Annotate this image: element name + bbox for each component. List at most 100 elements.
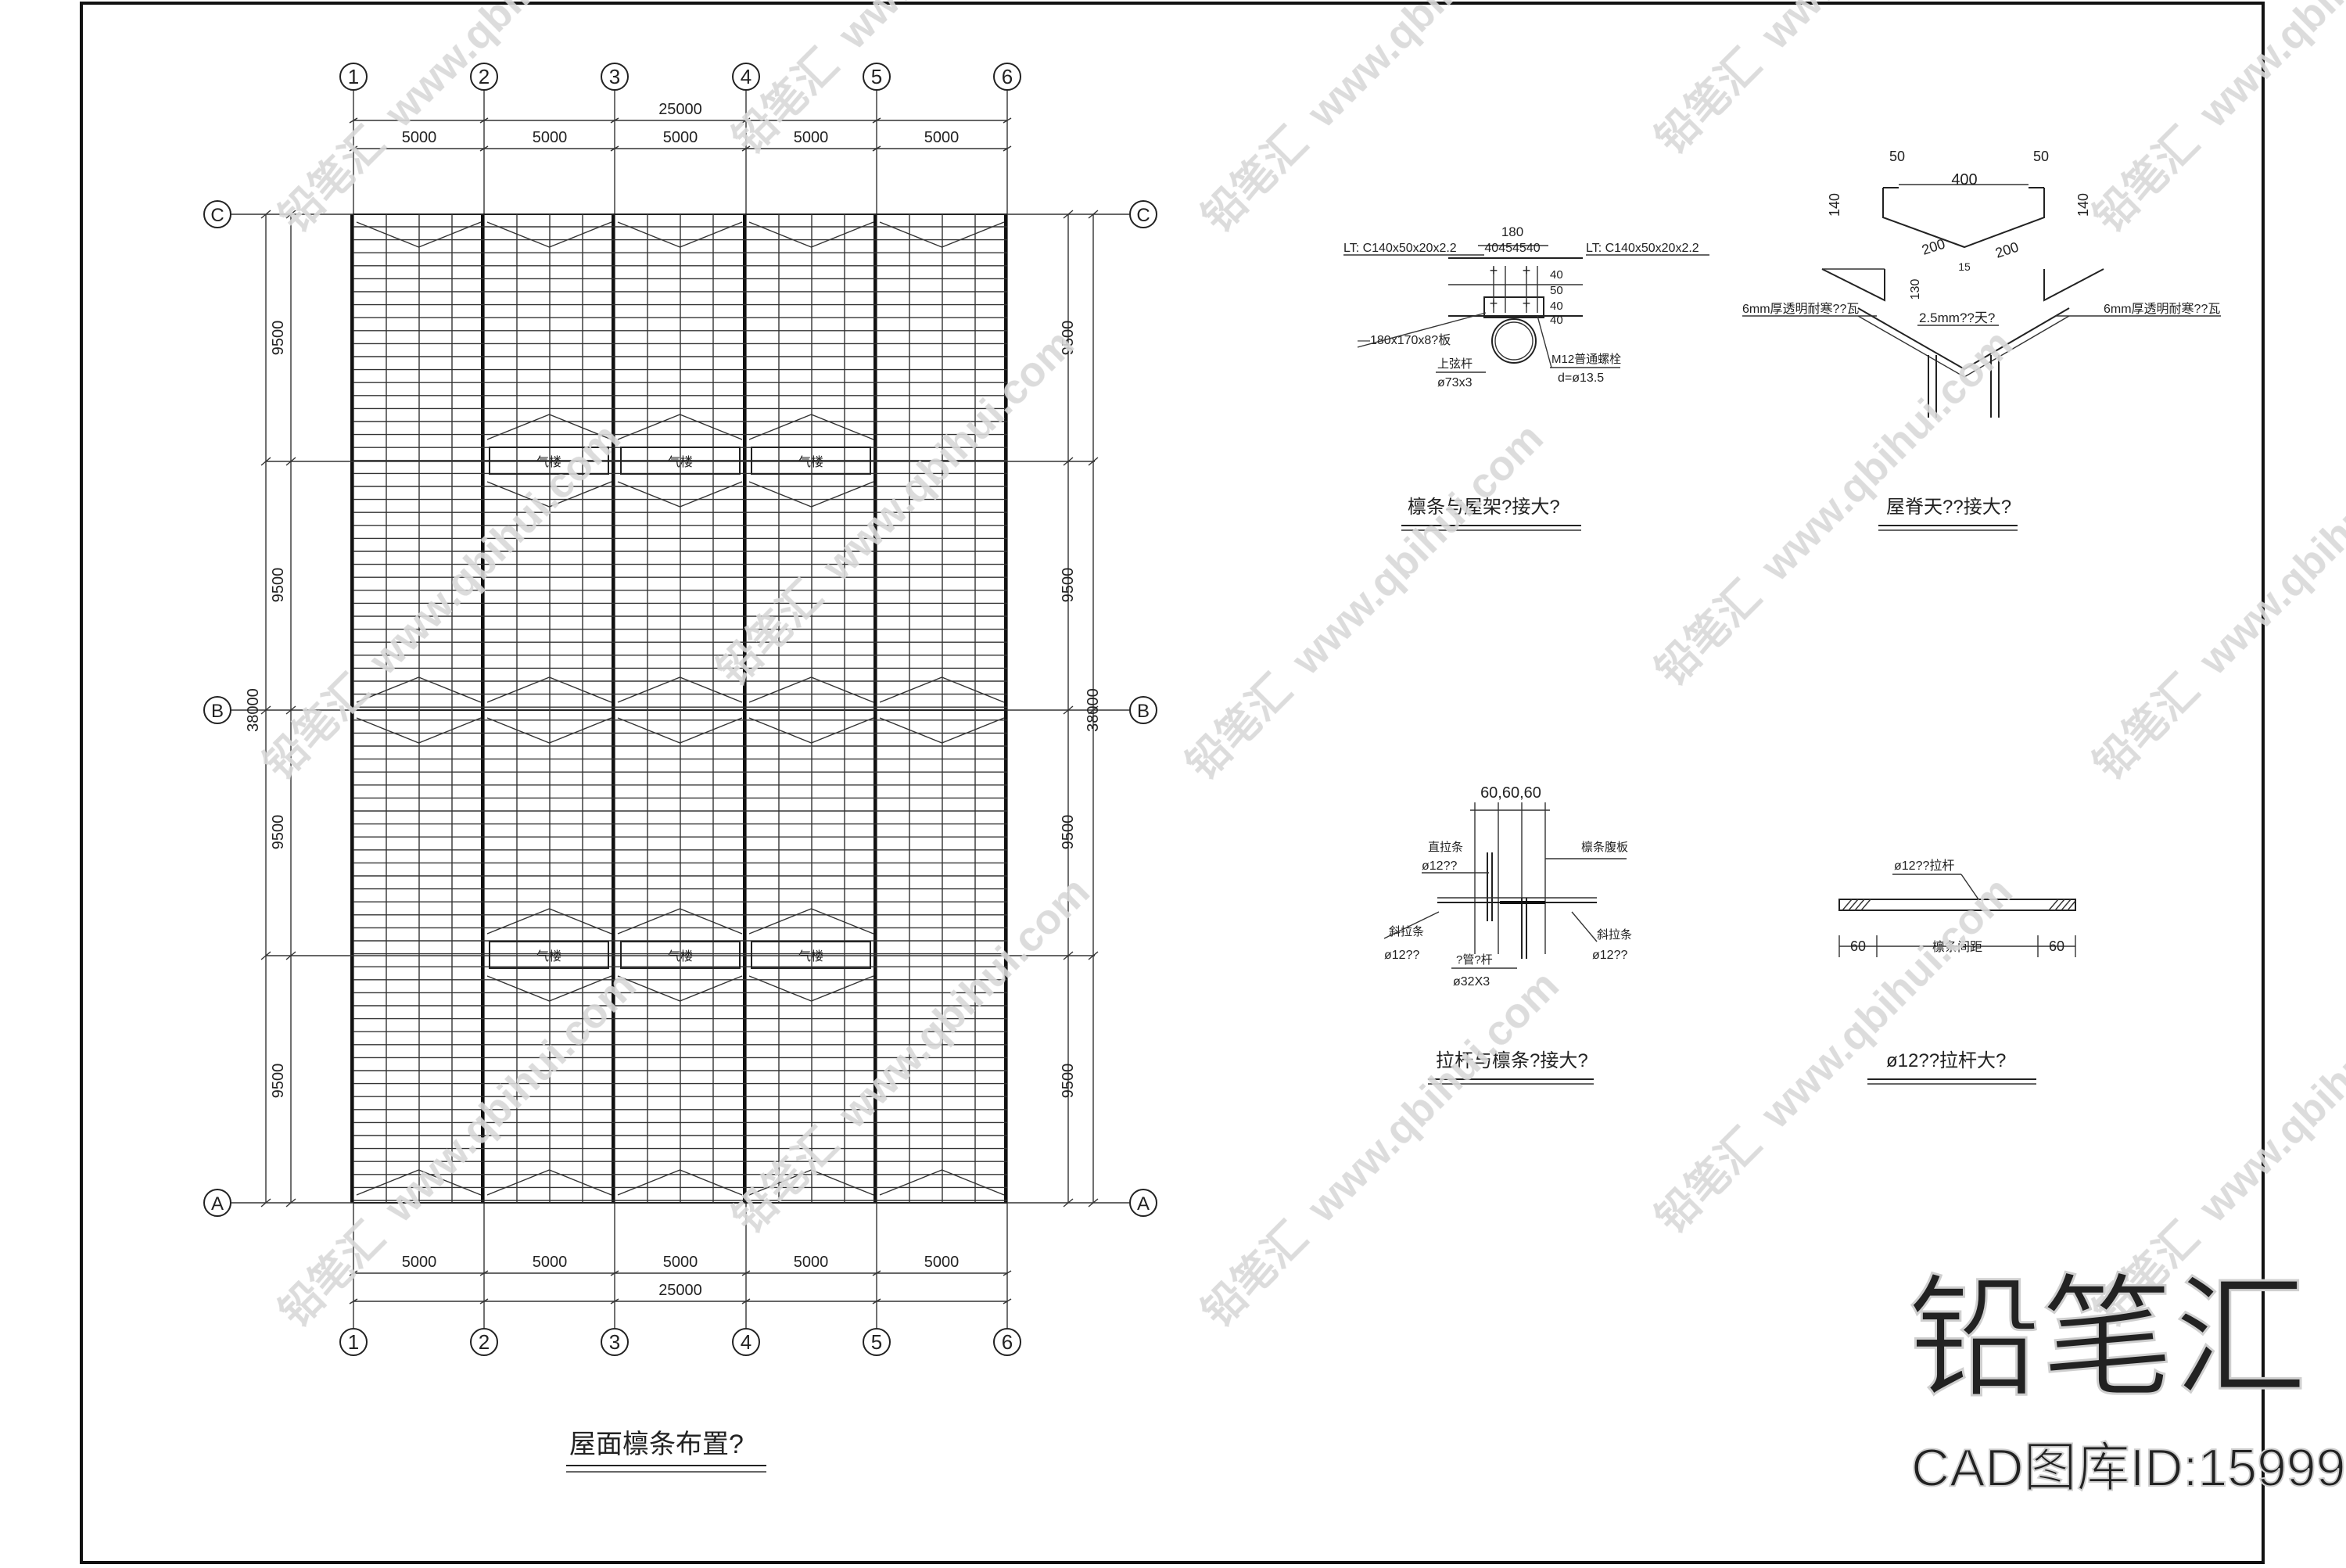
dimension-tick	[1088, 210, 1099, 219]
dimension-tick	[479, 1298, 489, 1304]
axis-letter: B	[1137, 701, 1150, 722]
total-depth-dim: 38000	[1085, 688, 1102, 732]
diag-right-label: 斜拉条	[1597, 928, 1632, 942]
watermark-url: www.qbihui.com	[1752, 321, 2021, 590]
dimension-tick	[741, 1270, 751, 1276]
brand-logo: 铅笔汇 CAD图库ID:15999	[1907, 1264, 2346, 1499]
watermark-url: www.qbihui.com	[813, 321, 1083, 590]
watermark-url: www.qbihui.com	[2190, 0, 2346, 137]
detail-tie-rod: ø12??拉杆 60 檩条间距 60 ø12??拉杆大?	[1838, 859, 2076, 1085]
axis-letter: A	[211, 1193, 224, 1215]
offset-right: 50	[2033, 149, 2049, 164]
dimension-tick	[285, 1198, 296, 1207]
dimension-tick	[741, 145, 751, 152]
rod-label: ø12??拉杆	[1894, 859, 1954, 873]
dimension-tick	[260, 210, 271, 219]
diagonal-brace	[748, 975, 874, 1002]
dimension-tick	[1063, 951, 1074, 960]
middle-dim: 檩条间距	[1932, 939, 1982, 954]
spacing-dims: 60,60,60	[1480, 784, 1541, 802]
axis-number: 3	[609, 65, 620, 88]
watermark-url: www.qbihui.com	[1752, 868, 2021, 1138]
total-width-dim: 25000	[658, 1282, 702, 1299]
bay-dim: 5000	[663, 1254, 698, 1271]
axis-bubbles-bottom: 1 2 3 4 5 6	[339, 1328, 1021, 1356]
dimension-tick	[741, 117, 751, 124]
watermark-brand: 铅笔汇	[1193, 119, 1316, 242]
bay-dim: 5000	[924, 129, 960, 146]
plate-label: —180x170x8?板	[1358, 333, 1451, 347]
skylight-box	[620, 941, 741, 969]
dimension-tick	[349, 145, 358, 152]
axis-number: 4	[741, 1330, 752, 1354]
dimension-tick	[479, 117, 489, 124]
tie-rod	[1838, 899, 2076, 911]
detail-title: 拉杆与檩条?接大?	[1436, 1050, 1588, 1071]
bay-dim: 5000	[924, 1254, 960, 1271]
watermark-brand: 铅笔汇	[1647, 41, 1770, 163]
watermark-brand: 铅笔汇	[1647, 572, 1770, 695]
axis-number: 2	[479, 1330, 490, 1354]
watermark-brand: 铅笔汇	[724, 1120, 847, 1243]
detail-title: 屋脊天??接大?	[1886, 497, 2011, 518]
gutter-label: 2.5mm??天?	[1919, 310, 1995, 325]
connection-plate	[1483, 296, 1544, 318]
diagonal-brace	[617, 717, 743, 744]
dimension-tick	[260, 457, 271, 466]
watermark-url: www.qbihui.com	[2190, 414, 2346, 684]
diagonal-brace	[748, 414, 874, 440]
detail-tie-rod-purlin: 60,60,60 直拉条 ø12?? 檩条腹板 斜拉条 ø12?? 斜拉条 ø1…	[1383, 784, 1632, 1085]
plan-dimensions	[260, 117, 1099, 1304]
bay-dim: 5000	[533, 129, 568, 146]
span-dim: 9500	[270, 568, 287, 603]
dimension-tick	[1063, 457, 1074, 466]
diagonal-brace	[617, 676, 743, 703]
watermark-brand: 铅笔汇	[2085, 666, 2208, 789]
diagonal-brace	[617, 481, 743, 508]
diagonal-brace	[748, 221, 874, 248]
height-right: 140	[2075, 193, 2091, 217]
top-chord-section	[1491, 318, 1537, 364]
dimension-tick	[285, 457, 296, 466]
width-dim: 180	[1501, 224, 1523, 239]
watermark-brand: 铅笔汇	[271, 119, 393, 242]
watermark-brand: 铅笔汇	[724, 41, 847, 163]
diagonal-brace	[486, 717, 612, 744]
cad-id-text: CAD图库ID:15999	[1911, 1438, 2346, 1498]
bay-dim: 5000	[794, 1254, 829, 1271]
svg-text:40: 40	[1550, 268, 1563, 282]
axis-letter: C	[210, 205, 224, 226]
diagonal-brace	[356, 676, 482, 703]
diagonal-brace	[879, 717, 1005, 744]
diagonal-brace	[486, 481, 612, 508]
svg-text:+: +	[1523, 263, 1531, 278]
axis-number: 3	[609, 1330, 620, 1354]
dimension-tick	[872, 145, 881, 152]
axis-bubbles-top: 1 2 3 4 5 6	[339, 63, 1021, 91]
dimension-tick	[1063, 210, 1074, 219]
dimension-tick	[872, 1270, 881, 1276]
dimension-tick	[260, 951, 271, 960]
dimension-tick	[610, 145, 619, 152]
watermark-brand: 铅笔汇	[2085, 119, 2208, 242]
diag-left-label: 斜拉条	[1389, 925, 1424, 938]
dimension-tick	[479, 145, 489, 152]
span-dim: 9500	[1060, 321, 1077, 356]
diagonal-brace	[879, 1169, 1005, 1196]
diagonal-brace	[748, 1169, 874, 1196]
axis-letter-bubbles: C C B B A A	[203, 200, 1157, 1217]
slope-right: 200	[1993, 239, 2021, 260]
purlin-web-label: 檩条腹板	[1581, 840, 1628, 854]
bay-dim: 5000	[533, 1254, 568, 1271]
diagonal-brace	[748, 717, 874, 744]
axis-number: 2	[479, 65, 490, 88]
dimension-tick	[285, 951, 296, 960]
tube-size: ø32X3	[1453, 975, 1490, 989]
watermark-url: www.qbihui.com	[1298, 962, 1568, 1232]
diag-right-size: ø12??	[1592, 949, 1627, 962]
